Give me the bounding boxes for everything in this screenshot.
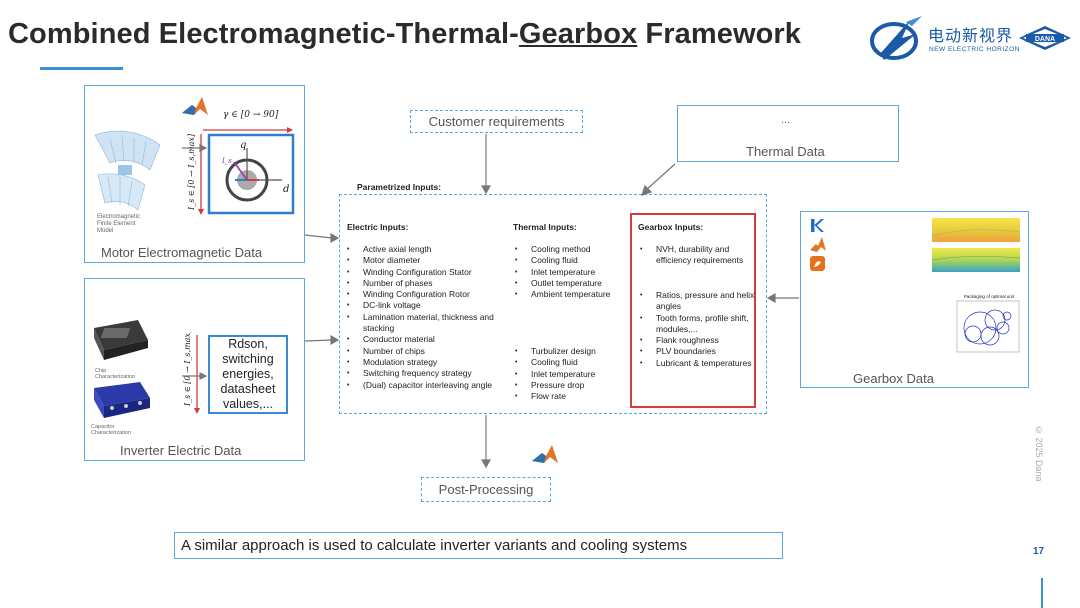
arrowhead-inverter — [330, 334, 340, 346]
gearbox-inputs-list-design: Ratios, pressure and helix angles Tooth … — [638, 290, 756, 369]
thermal-data-ellipsis: ... — [781, 114, 791, 126]
page-title: Combined Electromagnetic-Thermal-Gearbox… — [8, 18, 802, 50]
list-item: Flow rate — [513, 391, 633, 403]
gearbox-heatmap-image — [931, 218, 1021, 272]
thermal-inputs-title: Thermal Inputs: — [513, 222, 577, 232]
d-axis-label: d — [283, 184, 289, 195]
list-item: Turbulizer design — [513, 346, 633, 358]
gamma-range-label: γ ∈ [0 → 90] — [223, 110, 279, 120]
thermal-data-box — [677, 105, 899, 162]
gear-packaging-plot: Packaging of optimal unit — [956, 294, 1020, 353]
gearbox-data-caption: Gearbox Data — [853, 371, 934, 386]
list-item: Ratios, pressure and helix angles — [638, 290, 756, 313]
k-icon — [811, 219, 824, 232]
list-item: Cooling fluid — [513, 357, 633, 369]
thermal-data-caption: Thermal Data — [746, 144, 825, 159]
thermal-inputs-list-motor: Cooling method Cooling fluid Inlet tempe… — [513, 244, 633, 301]
list-item: Number of phases — [345, 278, 513, 290]
list-item: Motor diameter — [345, 255, 513, 267]
list-item: Active axial length — [345, 244, 513, 256]
arrowhead-customer — [480, 185, 492, 195]
list-item: Lamination material, thickness and stack… — [345, 312, 513, 335]
rdson-parameters-box: Rdson, switching energies, datasheet val… — [208, 335, 288, 414]
list-item: Number of chips — [345, 346, 513, 358]
list-item: DC-link voltage — [345, 300, 513, 312]
note-box: A similar approach is used to calculate … — [174, 532, 783, 559]
inverter-current-axis: I_s ∈ [0 → I_s,max] — [183, 332, 200, 414]
fe-model-image — [94, 130, 161, 211]
gearbox-inputs-list-requirements: NVH, durability and efficiency requireme… — [638, 244, 756, 267]
post-processing-box: Post-Processing — [421, 477, 551, 502]
copyright-text: © 2025 Dana — [1034, 425, 1044, 482]
note-text: A similar approach is used to calculate … — [181, 537, 688, 554]
matlab-icon — [532, 445, 558, 463]
arrowhead-motor — [330, 232, 340, 244]
list-item: Conductor material — [345, 334, 513, 346]
dana-logo-text: DANA — [1035, 36, 1055, 43]
inverter-current-range-label: I_s ∈ [0 → I_s,max] — [183, 332, 192, 407]
electric-inputs-title: Electric Inputs: — [347, 222, 409, 232]
list-item: Cooling fluid — [513, 255, 633, 267]
arrow-motor-to-params — [304, 234, 333, 239]
matlab-icon — [810, 237, 826, 252]
arrowhead-motor-inner — [199, 144, 208, 152]
arrow-inverter-to-params — [304, 339, 333, 342]
matlab-icon — [182, 97, 208, 115]
arrowhead-thermal — [641, 184, 653, 196]
arrow-thermal-to-params — [645, 163, 676, 191]
page-number: 17 — [1033, 546, 1045, 557]
dq-current-plane: γ ∈ [0 → 90] I_s ∈ [0 → I_s,max] q d I_s — [187, 110, 295, 215]
electric-inputs-list: Active axial length Motor diameter Windi… — [345, 244, 513, 391]
current-vector-label: I_s — [221, 157, 232, 165]
list-item: Ambient temperature — [513, 289, 633, 301]
list-item: NVH, durability and efficiency requireme… — [638, 244, 756, 267]
list-item: Flank roughness — [638, 335, 756, 347]
list-item: Cooling method — [513, 244, 633, 256]
app-icon — [810, 256, 825, 271]
list-item: Tooth forms, profile shift, modules,... — [638, 313, 756, 336]
arrowhead-inverter-inner-top — [199, 372, 208, 380]
list-item: Winding Configuration Rotor — [345, 289, 513, 301]
q-axis-label: q — [240, 140, 246, 151]
list-item: Inlet temperature — [513, 369, 633, 381]
thermal-inputs-list-inverter: Turbulizer design Cooling fluid Inlet te… — [513, 346, 633, 403]
post-processing-label: Post-Processing — [438, 482, 534, 497]
packaging-plot-title: Packaging of optimal unit — [964, 294, 1015, 299]
brand-swirl-logo — [870, 16, 922, 60]
brand-name-en: NEW ELECTRIC HORIZON — [929, 46, 1020, 53]
list-item: Outlet temperature — [513, 278, 633, 290]
side-accent-rule — [1041, 578, 1043, 608]
list-item: Pressure drop — [513, 380, 633, 392]
current-range-label: I_s ∈ [0 → I_s,max] — [187, 133, 196, 211]
list-item: Inlet temperature — [513, 267, 633, 279]
list-item: PLV boundaries — [638, 346, 756, 358]
dana-logo: DANA — [1019, 26, 1071, 50]
gearbox-tool-icons — [810, 219, 826, 271]
title-underline-rule — [40, 67, 123, 70]
brand-name-cn: 电动新视界 — [928, 28, 1014, 45]
customer-requirements-box: Customer requirements — [410, 110, 583, 133]
list-item: Winding Configuration Stator — [345, 267, 513, 279]
chip-module-image — [94, 320, 148, 360]
customer-requirements-label: Customer requirements — [428, 114, 565, 129]
list-item: Lubricant & temperatures — [638, 358, 756, 370]
list-item: (Dual) capacitor interleaving angle — [345, 380, 513, 392]
list-item: Switching frequency strategy — [345, 368, 513, 380]
list-item: Modulation strategy — [345, 357, 513, 369]
rdson-parameters-text: Rdson, switching energies, datasheet val… — [220, 337, 276, 411]
gearbox-inputs-title: Gearbox Inputs: — [638, 222, 704, 232]
arrowhead-post — [480, 459, 492, 469]
parametrized-inputs-title: Parametrized Inputs: — [357, 182, 442, 192]
motor-data-caption: Motor Electromagnetic Data — [101, 245, 263, 260]
capacitor-module-image — [94, 382, 150, 418]
arrowhead-gearbox — [766, 292, 776, 304]
inverter-data-caption: Inverter Electric Data — [120, 443, 242, 458]
